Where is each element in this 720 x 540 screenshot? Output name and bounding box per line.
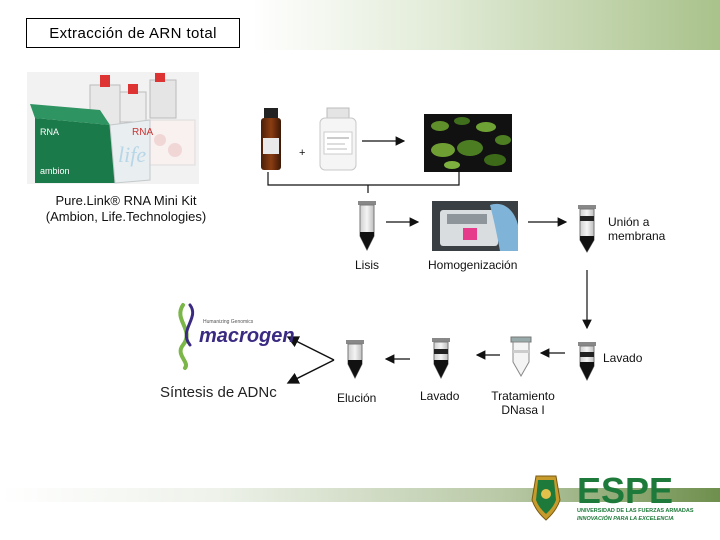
elution-tube-icon [346,340,364,378]
arrow-elution-to-macrogen [288,337,334,360]
espe-wordmark: ESPE [577,470,673,511]
bracket-connector [268,172,459,185]
lysis-tube-icon [358,201,376,250]
espe-shield-icon [532,476,560,520]
espe-slogan: INNOVACIÓN PARA LA EXCELENCIA [577,515,674,522]
homogenizer-photo [432,201,518,251]
step-elucion-label: Elución [337,391,376,405]
binding-tube-icon [578,205,596,252]
macrogen-logo [180,305,192,368]
kit-caption-line1: Pure.Link® RNA Mini Kit [28,193,224,209]
step-homogenizacion-label: Homogenización [428,258,517,272]
plus-sign: + [299,147,305,159]
step-lavado-2-label: Lavado [420,389,459,403]
dnase-tube-icon [511,337,531,376]
macrogen-wordmark: macrogen [199,325,295,347]
leaf-samples-photo [424,114,512,172]
wash-tube-icon-2 [432,338,450,378]
kit-caption: Pure.Link® RNA Mini Kit (Ambion, Life.Te… [28,193,224,225]
kit-rna-logo: RNA [40,127,59,137]
wash-tube-icon-1 [578,342,596,380]
step-union-line1: Unión a [608,215,665,229]
espe-subtitle: UNIVERSIDAD DE LAS FUERZAS ARMADAS [577,508,694,514]
step-union-line2: membrana [608,229,665,243]
step-lisis-label: Lisis [355,258,379,272]
step-dnasa-line1: Tratamiento [488,389,558,403]
step-lavado-1-label: Lavado [603,351,642,365]
step-dnasa-line2: DNasa I [488,403,558,417]
kit-caption-line2: (Ambion, Life.Technologies) [28,209,224,225]
kit-life-logo: life [118,142,146,167]
white-reagent-bottle [320,108,356,170]
step-union-label: Unión a membrana [608,215,665,243]
kit-rna-logo-side: RNA [132,127,153,138]
brown-reagent-bottle [261,108,281,170]
step-dnasa-label: Tratamiento DNasa I [488,389,558,417]
kit-ambion-logo: ambion [40,166,70,176]
arrow-elution-to-cdna [288,360,334,383]
cdna-synthesis-label: Síntesis de ADNc [160,384,277,401]
